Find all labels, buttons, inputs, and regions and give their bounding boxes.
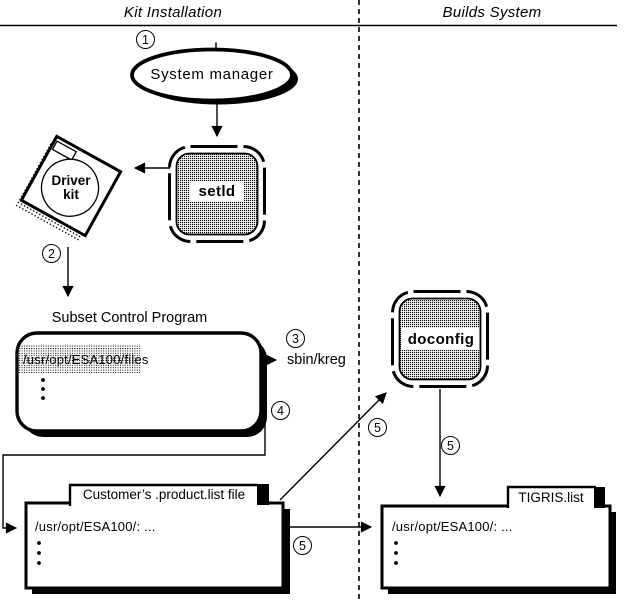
connectors: [2, 101, 446, 534]
customer-list-folder: [24, 483, 290, 594]
subset-control-program-box: [15, 331, 267, 437]
vertical-ellipsis: [41, 378, 45, 400]
doconfig-label: doconfig: [407, 331, 475, 348]
vertical-ellipsis: [37, 541, 41, 565]
setld-label: setld: [198, 183, 236, 200]
system-manager-ellipse: [130, 42, 298, 105]
tigris-list-folder: [380, 485, 616, 594]
arrow-scp-to-customer-list: [2, 360, 266, 534]
doconfig-box: [391, 290, 489, 388]
step-4-badge: 4: [271, 401, 290, 420]
subset-control-program-entry: /usr/opt/ESA100/files: [23, 352, 149, 367]
step-5-badge-diagonal: 5: [368, 418, 387, 437]
arrow-customer-list-to-doconfig: [279, 392, 387, 501]
step-2-badge: 2: [42, 244, 61, 263]
tigris-list-title: TIGRIS.list: [518, 490, 584, 505]
system-manager-label: System manager: [150, 66, 274, 83]
step-3-badge: 3: [286, 329, 305, 348]
subset-control-program-title: Subset Control Program: [51, 310, 208, 326]
lane-title-builds-system: Builds System: [442, 4, 542, 21]
driver-kit-label-line2: kit: [63, 187, 79, 202]
driver-kit-label-line1: Driver: [51, 173, 91, 188]
lane-title-kit-installation: Kit Installation: [123, 4, 223, 21]
setld-box: [168, 145, 266, 243]
customer-list-title: Customer’s .product.list file: [82, 487, 246, 502]
step-5-badge-doconfig: 5: [441, 436, 460, 455]
tigris-list-entry: /usr/opt/ESA100/: ...: [392, 519, 513, 534]
driver-kit-diskette: [14, 134, 123, 241]
driver-kit-label: Driver kit: [41, 174, 101, 202]
vertical-ellipsis: [394, 541, 398, 565]
kreg-label: sbin/kreg: [287, 352, 346, 368]
customer-list-entry: /usr/opt/ESA100/: ...: [35, 519, 156, 534]
step-1-badge: 1: [136, 30, 155, 49]
step-5-badge-horizontal: 5: [293, 536, 312, 555]
